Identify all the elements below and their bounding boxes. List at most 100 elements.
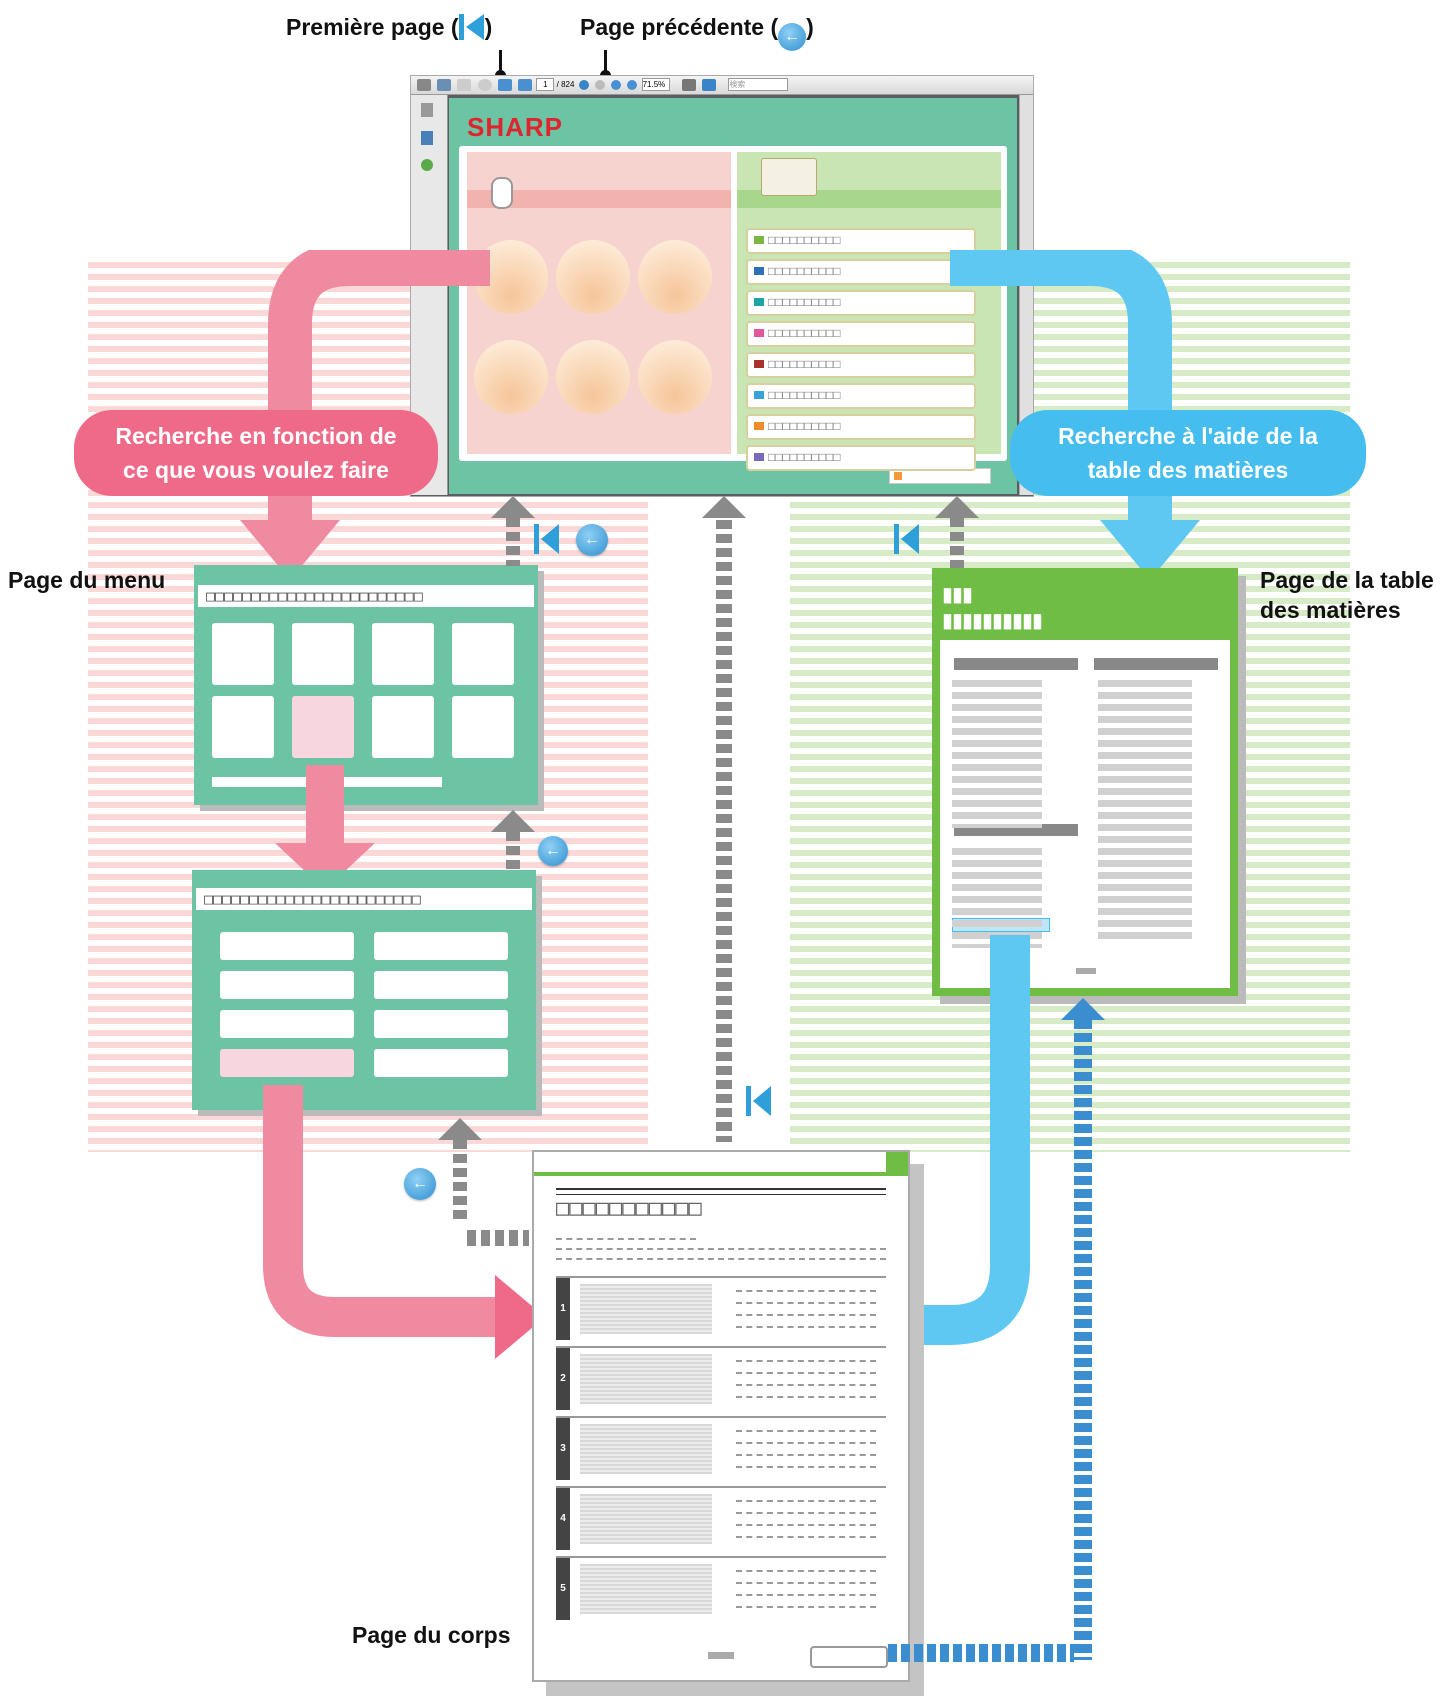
menu-tile[interactable] — [292, 623, 354, 685]
section-text-line — [736, 1290, 876, 1292]
menu-page-label: Page du menu — [8, 567, 166, 593]
toc-page-header-bottom: ▮▮▮▮▮▮▮▮▮▮ — [942, 610, 1043, 632]
first-page-pointer — [499, 50, 502, 74]
menu-tile[interactable] — [372, 623, 434, 685]
toc-entry-list: □□□□□□□□□□ □□□□□□□□□□ □□□□□□□□□□ □□□□□□□… — [746, 228, 976, 476]
toc-entry[interactable]: □□□□□□□□□□ — [746, 383, 976, 409]
submenu-item[interactable] — [220, 971, 354, 999]
section-text-line — [736, 1302, 876, 1304]
section-image — [580, 1354, 712, 1404]
section-text-line — [736, 1606, 876, 1608]
task-circle[interactable] — [556, 240, 630, 314]
section-text-line — [736, 1360, 876, 1362]
full-screen-button[interactable] — [702, 78, 717, 91]
body-page-number — [708, 1652, 734, 1659]
section-number-tab: 1 — [556, 1278, 570, 1340]
next-page-button[interactable] — [497, 78, 512, 91]
task-circle[interactable] — [474, 340, 548, 414]
submenu-item[interactable] — [374, 932, 508, 960]
toc-entry[interactable]: □□□□□□□□□□ — [746, 228, 976, 254]
body-intro-line — [556, 1238, 696, 1240]
body-section: 4 — [556, 1486, 886, 1550]
toc-entry[interactable]: □□□□□□□□□□ — [746, 321, 976, 347]
task-circle[interactable] — [638, 240, 712, 314]
section-image — [580, 1564, 712, 1614]
body-section: 5 — [556, 1556, 886, 1620]
bookmarks-panel-icon[interactable] — [421, 131, 433, 145]
section-text-line — [736, 1524, 876, 1526]
previous-page-button[interactable] — [477, 78, 492, 91]
zoom-in-button[interactable] — [627, 79, 638, 90]
zoom-out-button[interactable] — [611, 79, 622, 90]
toc-left-rows — [952, 680, 1042, 980]
toc-entry[interactable]: □□□□□□□□□□ — [746, 414, 976, 440]
body-title-rule — [556, 1188, 886, 1195]
back-view-button[interactable] — [578, 79, 589, 90]
toc-column-header — [1094, 658, 1218, 670]
submenu-item[interactable] — [220, 932, 354, 960]
viewer-toolbar: 1 / 824 71.5% 検索 — [411, 76, 1033, 95]
body-intro-line — [556, 1258, 886, 1260]
menu-tile[interactable] — [452, 696, 514, 758]
fit-page-button[interactable] — [681, 78, 696, 91]
menu-tile[interactable] — [372, 696, 434, 758]
task-circle[interactable] — [638, 340, 712, 414]
return-arrowhead — [438, 1118, 482, 1140]
first-page-icon — [746, 1086, 772, 1116]
tools-icon[interactable] — [437, 78, 452, 91]
last-page-button[interactable] — [518, 78, 533, 91]
pink-arrow-to-body — [263, 1085, 545, 1359]
toc-entry[interactable]: □□□□□□□□□□ — [746, 290, 976, 316]
submenu-item[interactable] — [374, 1049, 508, 1077]
body-page-top-accent — [886, 1152, 908, 1176]
page-total: / 824 — [556, 80, 575, 89]
print-icon[interactable] — [417, 78, 431, 91]
sharp-logo: SHARP — [467, 112, 564, 142]
menu-tile[interactable] — [212, 623, 274, 685]
section-text-line — [736, 1326, 876, 1328]
return-first-page-line-center — [716, 520, 732, 1142]
menu-tile[interactable] — [212, 696, 274, 758]
section-text-line — [736, 1594, 876, 1596]
help-icon[interactable] — [421, 159, 433, 171]
submenu-page: □□□□□□□□□□□□□□□□□□□□□□□□ — [192, 870, 536, 1110]
first-page-button[interactable] — [457, 78, 472, 91]
toc-entry[interactable]: □□□□□□□□□□ — [746, 445, 976, 471]
toc-page-number — [1076, 968, 1096, 974]
toc-entry[interactable]: □□□□□□□□□□ — [746, 259, 976, 285]
book-icon — [761, 158, 817, 196]
section-text-line — [736, 1466, 876, 1468]
submenu-item-selected[interactable] — [220, 1049, 354, 1077]
toc-entry[interactable]: □□□□□□□□□□ — [746, 352, 976, 378]
pages-panel-icon[interactable] — [421, 103, 433, 117]
toc-link-button[interactable] — [810, 1646, 888, 1668]
menu-tile-selected[interactable] — [292, 696, 354, 758]
previous-page-label: Page précédente (←) — [580, 12, 814, 51]
submenu-item[interactable] — [374, 971, 508, 999]
section-text-line — [736, 1384, 876, 1386]
submenu-item[interactable] — [220, 1010, 354, 1038]
section-text-line — [736, 1454, 876, 1456]
return-arrowhead — [491, 496, 535, 518]
first-page-icon — [458, 14, 485, 40]
section-text-line — [736, 1512, 876, 1514]
viewer-scrollbar[interactable] — [1019, 95, 1033, 495]
forward-view-button[interactable] — [594, 79, 605, 90]
section-text-line — [736, 1314, 876, 1316]
section-text-line — [736, 1430, 876, 1432]
previous-page-icon: ← — [538, 836, 568, 866]
return-body-to-toc-line — [1074, 1020, 1092, 1660]
search-field[interactable]: 検索 — [728, 78, 789, 92]
return-submenu-to-menu-line — [506, 832, 520, 872]
task-circle[interactable] — [556, 340, 630, 414]
section-text-line — [736, 1536, 876, 1538]
page-number-input[interactable]: 1 — [536, 78, 555, 92]
return-toc-to-viewer-line — [950, 518, 964, 568]
menu-tile[interactable] — [452, 623, 514, 685]
section-number-tab: 2 — [556, 1348, 570, 1410]
zoom-field[interactable]: 71.5% — [641, 78, 670, 92]
body-title: □□□□□□□□□□□ — [556, 1196, 702, 1221]
submenu-item[interactable] — [374, 1010, 508, 1038]
body-page-label: Page du corps — [352, 1622, 511, 1648]
